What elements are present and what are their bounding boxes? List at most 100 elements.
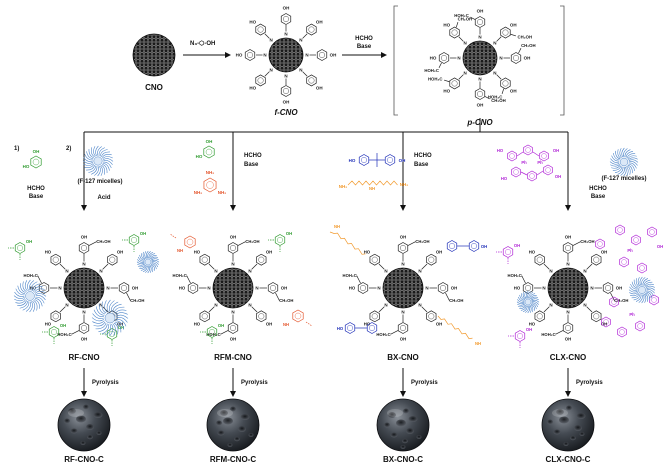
benzene-ring: [474, 88, 486, 100]
hydroxymethyl-label: CH₂OH: [279, 298, 293, 303]
benzene-ring: [438, 52, 450, 64]
micelle-chain: [147, 251, 151, 259]
hydroxyl-label: HO: [337, 326, 344, 331]
p-cno-structure: NNNNNNNNOHHOH₂COHCH₂OHOHCH₂OHOHHOH₂COHCH…: [424, 9, 535, 108]
surface-pore: [93, 412, 103, 418]
f127-micelle-icon: [516, 290, 540, 314]
bond: [521, 275, 526, 284]
aromatic-circle: [545, 167, 551, 173]
phenyl-label: Ph: [537, 160, 543, 165]
hydroxyl-label: OH: [514, 243, 520, 248]
hydroxyl-label: HO: [443, 89, 450, 94]
micelle-chain: [619, 148, 623, 158]
micelle-chain: [527, 305, 531, 314]
aromatic-circle: [451, 29, 458, 36]
micelle-chain: [114, 309, 127, 315]
micelle-chain: [527, 291, 531, 299]
hydroxymethyl-label: CH₂OH: [614, 298, 628, 303]
aromatic-circle: [633, 237, 639, 243]
micelle-chain: [115, 312, 128, 316]
micelle-chain: [646, 290, 654, 297]
rfm-base: Base: [244, 162, 259, 168]
bond: [510, 33, 517, 37]
hydroxyl-label: OH: [26, 239, 32, 244]
rfm-pyrolysis-label: Pyrolysis: [241, 380, 268, 386]
amine-label: NH: [283, 322, 289, 327]
micelle-core: [104, 312, 116, 324]
hydroxyl-label: OH: [283, 6, 290, 11]
benzene-ring: [244, 49, 256, 61]
benzene-ring: [306, 23, 317, 36]
benzene-ring: [366, 322, 378, 334]
hydroxyl-label: OH: [555, 174, 561, 179]
benzene-ring: [357, 282, 369, 294]
hydroxyl-label: OH: [400, 235, 406, 240]
rf-cno-structure: NNNNNNNNOHCH₂OHOHOHCH₂OHOHOHHOH₂CHOHOHOH…: [8, 231, 160, 346]
amine-label: NH₂: [218, 190, 227, 195]
clx-cno-structure: NNNNNNNNOHCH₂OHOHOHCH₂OHOHOHHOH₂CHOHOHOH…: [496, 224, 663, 348]
nitrogen-label: N: [542, 286, 545, 291]
surface-pore: [553, 429, 561, 435]
micelle-chain: [100, 151, 110, 157]
hydroxyl-label: OH: [510, 89, 517, 94]
aromatic-circle: [258, 256, 265, 263]
benzene-ring: [128, 234, 140, 246]
benzene-ring: [539, 150, 549, 162]
hydroxymethyl-label: HOH₂C: [454, 13, 469, 18]
micelle-chain: [92, 313, 104, 319]
benzene-ring: [255, 23, 266, 36]
micelle-chain: [627, 164, 633, 174]
aromatic-circle: [319, 52, 325, 58]
micelle-chain: [115, 320, 125, 330]
benzene-ring: [206, 326, 218, 338]
bond: [543, 306, 550, 313]
micelle-chain: [35, 298, 43, 307]
bond: [407, 241, 416, 246]
hydroxyl-label: HO: [364, 249, 371, 254]
benzene-ring: [619, 256, 629, 268]
micelle-chain: [19, 301, 28, 309]
hydroxyl-label: OH: [436, 322, 442, 327]
aromatic-circle: [109, 256, 116, 263]
bond: [208, 263, 215, 270]
nitrogen-label: N: [284, 32, 287, 37]
aromatic-circle: [201, 313, 208, 320]
rf-pyrolysis-label: Pyrolysis: [92, 380, 119, 386]
hydroxyl-label: OH: [399, 158, 406, 163]
hydroxyl-label: HO: [529, 249, 536, 254]
benzene-ring: [306, 74, 317, 87]
aromatic-circle: [308, 77, 315, 84]
benzene-ring: [510, 52, 522, 64]
bond: [536, 170, 544, 176]
surface-pore: [566, 405, 572, 411]
aromatic-circle: [541, 153, 547, 159]
surface-pore: [76, 415, 86, 423]
micelle-chain: [94, 166, 99, 176]
bond: [586, 306, 593, 313]
bond: [356, 275, 361, 284]
carbon-onion-core: [462, 40, 498, 76]
bond: [378, 263, 385, 270]
surface-pore: [576, 413, 586, 419]
micelle-core: [524, 298, 532, 306]
benzene-ring: [523, 144, 533, 156]
micelle-chain: [14, 298, 26, 302]
micelle-chain: [623, 148, 628, 158]
nitrogen-label: N: [401, 262, 404, 267]
micelle-chain: [633, 294, 641, 301]
surface-pore: [70, 428, 78, 434]
micelle-chain: [115, 314, 129, 319]
micelle-chain: [142, 265, 148, 273]
cno-sphere: [132, 33, 176, 77]
bond: [610, 292, 615, 301]
bx-cno-label: BX-CNO: [387, 353, 419, 362]
benzene-ring: [507, 150, 517, 162]
aromatic-circle: [209, 329, 215, 335]
micelle-chain: [84, 154, 93, 161]
benzene-ring: [267, 282, 279, 294]
hydroxymethyl-label: HOH₂C: [343, 273, 357, 278]
micelle-chain: [103, 161, 112, 168]
surface-pore: [220, 410, 228, 416]
